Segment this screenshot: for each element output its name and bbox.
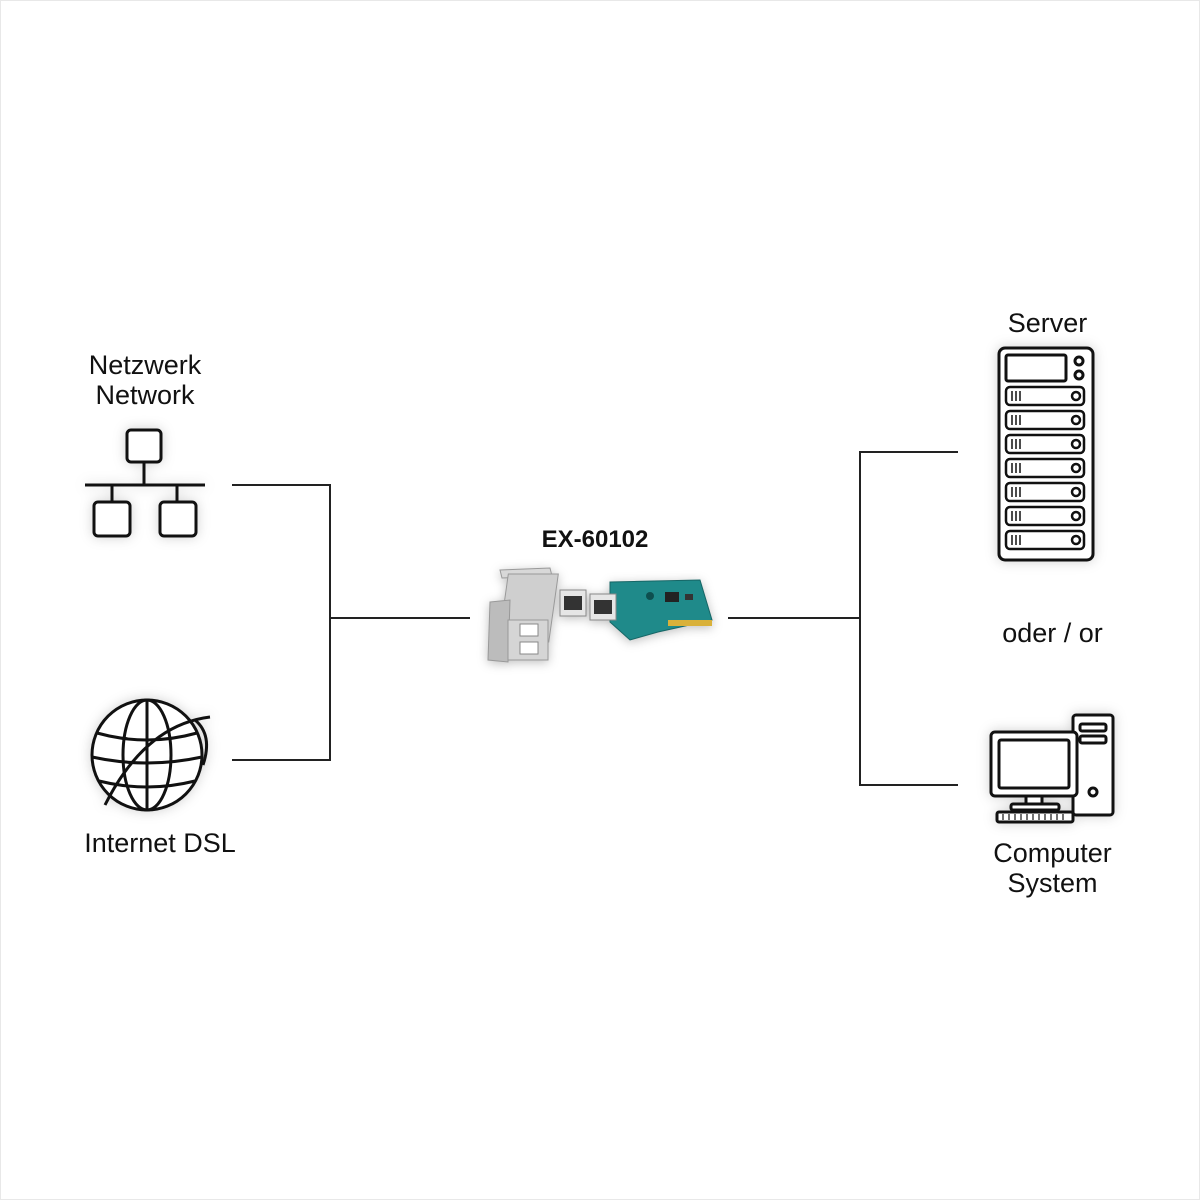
network-label-line1: Netzwerk [88, 350, 202, 380]
computer-label: Computer System [975, 838, 1130, 898]
desktop-computer-icon [985, 712, 1120, 829]
network-label-line2: Network [95, 380, 195, 410]
card-model-label: EX-60102 [541, 526, 649, 553]
computer-label-line1: Computer [993, 838, 1112, 868]
server-link-line [859, 451, 958, 618]
network-topology-icon [80, 425, 210, 545]
computer-link-line [859, 618, 958, 786]
internet-label: Internet DSL [84, 828, 236, 858]
internet-link-line [232, 618, 331, 761]
server-label: Server [1007, 308, 1088, 338]
globe-icon [85, 695, 215, 825]
pcie-card-image [480, 562, 720, 677]
or-separator-label: oder / or [1002, 618, 1103, 648]
network-label: Netzwerk Network [60, 350, 230, 410]
server-rack-icon [996, 345, 1096, 568]
computer-label-line2: System [1007, 868, 1098, 898]
network-link-line [232, 484, 331, 618]
